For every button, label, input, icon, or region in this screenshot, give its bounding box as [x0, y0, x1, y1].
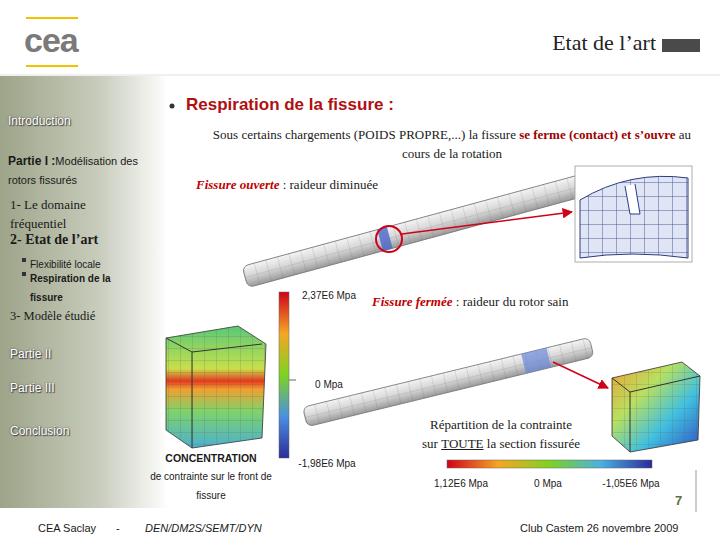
- footer-text: Club Castem 26 novembre 2009: [520, 522, 678, 534]
- description: et s’ouvre: [621, 127, 675, 142]
- scale-value: 1,12E6 Mpa: [434, 478, 488, 489]
- figure-caption: de contrainte sur le front de fissure: [150, 471, 272, 501]
- footer-text-group: DEN/DM2S/SEMT/DYN: [145, 517, 262, 536]
- state-note-group: Fissure fermée: raideur du rotor sain: [372, 291, 568, 310]
- sidebar-item: 2- Etat de l’art: [10, 232, 98, 247]
- scale-value: 0 Mpa: [534, 478, 562, 489]
- footer-text-group: CEA Saclay: [38, 517, 96, 536]
- footer-text-group: Club Castem 26 novembre 2009: [520, 517, 678, 536]
- crack-circle: [376, 226, 402, 252]
- figure-caption-group: CONCENTRATION de contrainte sur le front …: [146, 452, 276, 503]
- logo-group: cea: [24, 20, 78, 61]
- section-heading-group: Respiration de la fissure :: [186, 95, 394, 115]
- page-number: 7: [675, 493, 682, 508]
- header-rule: [0, 75, 720, 76]
- footer-text: -: [116, 522, 120, 534]
- scale-value-group: -1,98E6 Mpa: [294, 452, 360, 471]
- logo-line: [26, 17, 78, 19]
- color-bar: [279, 292, 289, 458]
- section-heading: Respiration de la fissure :: [186, 95, 394, 114]
- figure-caption: CONCENTRATION: [146, 452, 276, 465]
- state-note: Fissure fermée: [372, 294, 453, 309]
- sidebar-item: 3- Modèle étudié: [10, 309, 95, 323]
- scale-value: -1,98E6 Mpa: [298, 458, 355, 469]
- zoom-arrow: [553, 362, 608, 388]
- sidebar-item: Partie II: [10, 347, 51, 361]
- sidebar-item: 1- Le domaine fréquentiel: [10, 197, 86, 231]
- scale-value: 0 Mpa: [315, 379, 343, 390]
- sidebar-item: Introduction: [8, 114, 71, 128]
- bullet: [22, 258, 26, 262]
- state-note: : raideur diminuée: [283, 177, 378, 192]
- scale-value-group: 2,37E6 Mpa: [296, 284, 362, 303]
- state-note-group: Fissure ouverte : raideur diminuée: [196, 174, 378, 193]
- description-group: Sous certains chargements (POIDS PROPRE,…: [198, 124, 706, 162]
- footer-text-group: -: [116, 517, 120, 536]
- description: se ferme (contact): [519, 127, 618, 142]
- sidebar-item-group: Partie I :Modélisation des rotors fissur…: [8, 150, 143, 188]
- scale-value-group: 0 Mpa: [296, 373, 362, 392]
- sidebar-item-group: Introduction: [8, 110, 71, 129]
- sidebar-subitem-group: Respiration de la fissure: [30, 267, 142, 305]
- bullet: [22, 272, 26, 276]
- sidebar-item-group: Partie III: [10, 377, 55, 396]
- footer-text: DEN/DM2S/SEMT/DYN: [145, 522, 262, 534]
- sidebar-item: Partie III: [10, 381, 55, 395]
- bullet: [170, 104, 175, 109]
- sidebar-item-group: 1- Le domaine fréquentiel: [10, 194, 135, 232]
- sidebar-item-group: 2- Etat de l’art: [10, 229, 98, 249]
- sidebar-item: Partie I :: [8, 154, 55, 168]
- rotor-closed: [303, 337, 594, 426]
- slide-title: Etat de l’art: [552, 30, 656, 55]
- sidebar-item-group: 3- Modèle étudié: [10, 305, 95, 324]
- rotor-open: [242, 172, 595, 288]
- page-number-group: 7: [675, 490, 682, 509]
- sidebar-subitem: Flexibilité locale: [30, 259, 101, 270]
- scale-value: 2,37E6 Mpa: [302, 290, 356, 301]
- sidebar-subitem-group: Flexibilité locale: [30, 253, 101, 272]
- crack-front-section: [166, 326, 266, 448]
- state-note: Fissure ouverte: [196, 177, 279, 192]
- figure-caption-group: Répartition de la contrainte surTOUTEla …: [398, 414, 604, 452]
- slide-title-box: Etat de l’art: [430, 30, 656, 56]
- sidebar-item-group: Conclusion: [10, 420, 69, 439]
- page-rule: [696, 470, 697, 512]
- scale-value-group: 0 Mpa: [520, 472, 576, 491]
- scale-value: -1,05E6 Mpa: [602, 478, 659, 489]
- sidebar-item: Conclusion: [10, 424, 69, 438]
- scale-value-group: 1,12E6 Mpa: [428, 472, 494, 491]
- sidebar-item-group: Partie II: [10, 343, 51, 362]
- color-bar: [447, 460, 652, 468]
- scale-value-group: -1,05E6 Mpa: [598, 472, 664, 491]
- logo: cea: [24, 21, 78, 59]
- footer-text: CEA Saclay: [38, 522, 96, 534]
- state-note: : raideur du rotor sain: [456, 294, 569, 309]
- figure-caption: TOUTE: [441, 436, 483, 451]
- logo-line: [26, 65, 78, 67]
- title-marker: [662, 39, 700, 52]
- sidebar: [0, 76, 168, 508]
- open-crack-zoom: [575, 166, 692, 262]
- figure-caption: la section fissurée: [487, 436, 580, 451]
- sidebar-subitem: Respiration de la fissure: [30, 273, 111, 303]
- description: Sous certains chargements (POIDS PROPRE,…: [213, 127, 516, 142]
- zoom-arrow: [402, 212, 572, 234]
- closed-crack-section: [612, 362, 700, 452]
- tick: [289, 380, 296, 381]
